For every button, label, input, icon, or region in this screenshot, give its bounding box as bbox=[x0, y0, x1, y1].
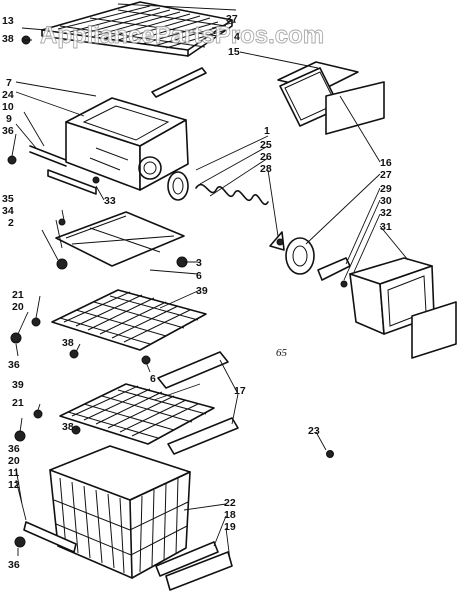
crisper-housing[interactable] bbox=[65, 97, 189, 191]
cover-plate[interactable] bbox=[55, 211, 188, 270]
fan-shroud[interactable] bbox=[349, 257, 457, 359]
callout-38[interactable]: 38 bbox=[2, 33, 14, 45]
callout-30[interactable]: 30 bbox=[380, 195, 392, 207]
callout-19[interactable]: 19 bbox=[224, 521, 236, 533]
callout-11[interactable]: 11 bbox=[8, 467, 19, 479]
callout-13[interactable]: 13 bbox=[2, 15, 14, 27]
crisper-basket[interactable] bbox=[49, 445, 191, 579]
door-panel[interactable] bbox=[277, 61, 385, 135]
callout-20-lower[interactable]: 20 bbox=[8, 455, 20, 467]
leader-lines bbox=[11, 3, 409, 561]
callout-28[interactable]: 28 bbox=[260, 163, 272, 175]
fan-motor-ring[interactable] bbox=[167, 171, 189, 201]
callout-18[interactable]: 18 bbox=[224, 509, 236, 521]
loose-screw[interactable] bbox=[326, 450, 334, 458]
callout-10[interactable]: 10 bbox=[2, 101, 14, 113]
callout-39[interactable]: 39 bbox=[196, 285, 208, 297]
callout-27[interactable]: 27 bbox=[380, 169, 392, 181]
trim-strip-upper[interactable] bbox=[157, 351, 229, 389]
callout-6[interactable]: 6 bbox=[196, 270, 202, 282]
callout-36-lower[interactable]: 36 bbox=[8, 443, 20, 455]
basket-handle-bar[interactable] bbox=[14, 521, 77, 553]
shelf-rod[interactable] bbox=[151, 67, 207, 98]
callout-36-mid[interactable]: 36 bbox=[8, 359, 20, 371]
callout-39-lower[interactable]: 39 bbox=[12, 379, 24, 391]
callout-12[interactable]: 12 bbox=[8, 479, 20, 491]
callout-35[interactable]: 35 bbox=[2, 193, 14, 205]
shelf-clip-left-upper[interactable] bbox=[10, 317, 41, 344]
callout-7[interactable]: 7 bbox=[6, 77, 12, 89]
callout-25[interactable]: 25 bbox=[260, 139, 272, 151]
callout-34[interactable]: 34 bbox=[2, 205, 14, 217]
callout-labels: 13 38 37 4 15 7 24 10 9 36 1 25 26 28 16… bbox=[2, 13, 392, 571]
callout-15[interactable]: 15 bbox=[228, 46, 240, 58]
callout-2[interactable]: 2 bbox=[8, 217, 14, 229]
callout-3[interactable]: 3 bbox=[196, 257, 202, 269]
callout-26[interactable]: 26 bbox=[260, 151, 272, 163]
shelf-clip-screw-upper[interactable] bbox=[69, 349, 151, 365]
callout-1[interactable]: 1 bbox=[264, 125, 270, 137]
callout-22[interactable]: 22 bbox=[224, 497, 236, 509]
trim-strip-lower[interactable] bbox=[167, 417, 239, 455]
callout-4[interactable]: 4 bbox=[234, 31, 240, 43]
fan-spring[interactable] bbox=[195, 183, 269, 206]
callout-21[interactable]: 21 bbox=[12, 289, 24, 301]
callout-21-lower[interactable]: 21 bbox=[12, 397, 24, 409]
callout-36[interactable]: 36 bbox=[2, 125, 14, 137]
callout-20[interactable]: 20 bbox=[12, 301, 24, 313]
callout-16[interactable]: 16 bbox=[380, 157, 392, 169]
motor-bracket[interactable] bbox=[317, 257, 351, 288]
callout-38-mid[interactable]: 38 bbox=[62, 337, 74, 349]
basket-trim-strip[interactable] bbox=[155, 541, 233, 591]
upper-wire-shelf[interactable] bbox=[51, 289, 207, 351]
lower-wire-shelf[interactable] bbox=[59, 383, 215, 445]
callout-31[interactable]: 31 bbox=[380, 221, 392, 233]
callout-36-bottom[interactable]: 36 bbox=[8, 559, 20, 571]
shelf-clip-left-lower[interactable] bbox=[14, 409, 43, 442]
callout-9[interactable]: 9 bbox=[6, 113, 12, 125]
callout-17[interactable]: 17 bbox=[234, 385, 246, 397]
watermark-text: AppliancePartsPros.com bbox=[40, 22, 324, 49]
callout-6-lower[interactable]: 6 bbox=[150, 373, 156, 385]
callout-24[interactable]: 24 bbox=[2, 89, 14, 101]
callout-33[interactable]: 33 bbox=[104, 195, 116, 207]
callout-29[interactable]: 29 bbox=[380, 183, 392, 195]
top-shelf-grille[interactable] bbox=[41, 1, 233, 57]
callout-37[interactable]: 37 bbox=[226, 13, 238, 25]
callout-23[interactable]: 23 bbox=[308, 425, 320, 437]
fan-blade[interactable] bbox=[269, 231, 285, 251]
diagram-code-label: 65 bbox=[276, 347, 288, 359]
callout-32[interactable]: 32 bbox=[380, 207, 392, 219]
callout-38-lower[interactable]: 38 bbox=[62, 421, 74, 433]
fan-motor[interactable] bbox=[285, 237, 315, 275]
housing-bracket[interactable] bbox=[7, 145, 100, 195]
